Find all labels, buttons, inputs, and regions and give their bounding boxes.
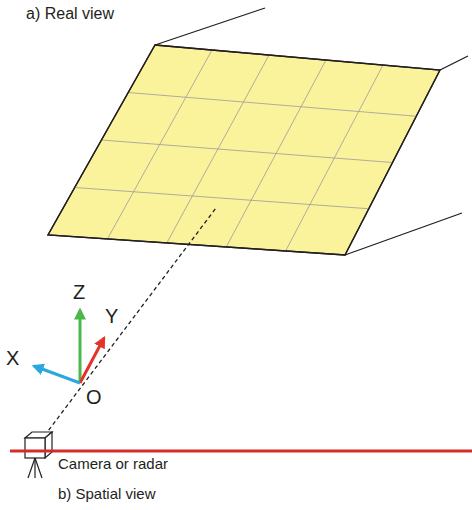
grid-line [102,140,393,163]
grid-line [75,188,369,209]
camera-symbol [25,432,52,478]
separator-line [10,450,472,453]
axis-label: Y [105,306,118,326]
grid-line [128,93,416,117]
view-title: b) Spatial view [58,486,156,501]
view-title: a) Real view [26,6,114,22]
axis-label: Z [73,282,85,302]
line-of-sight [36,208,216,447]
origin-label: O [86,387,102,407]
axes [34,310,104,383]
axis-label: X [6,348,19,368]
device-label: Camera or radar [58,456,168,471]
target-panel [48,45,440,255]
panel-outline [48,45,440,255]
panel-grid [75,50,417,251]
